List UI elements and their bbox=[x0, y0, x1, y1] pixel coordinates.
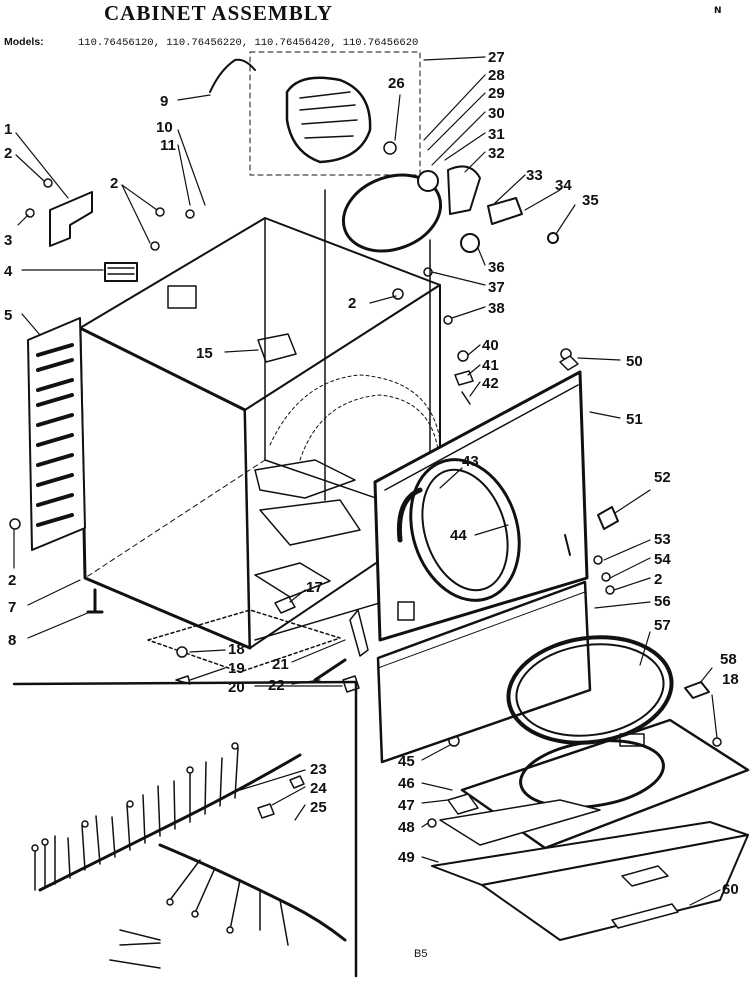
callout-42: 42 bbox=[482, 375, 499, 392]
top-bracket bbox=[49, 191, 138, 282]
callout-9: 9 bbox=[160, 93, 168, 110]
callout-25: 25 bbox=[310, 799, 327, 816]
callout-2: 2 bbox=[8, 572, 16, 589]
model-number: 110.76456120, bbox=[77, 37, 160, 49]
callout-50: 50 bbox=[626, 353, 643, 370]
callout-60: 60 bbox=[722, 881, 739, 898]
idler-bracket bbox=[447, 165, 559, 253]
callout-36: 36 bbox=[488, 259, 505, 276]
callout-20: 20 bbox=[228, 679, 245, 696]
callout-5: 5 bbox=[4, 307, 12, 324]
callout-41: 41 bbox=[482, 357, 499, 374]
callout-19: 19 bbox=[228, 660, 245, 677]
callout-48: 48 bbox=[398, 819, 415, 836]
leader-lines bbox=[13, 56, 721, 906]
callout-24: 24 bbox=[310, 780, 327, 797]
door-assembly bbox=[431, 635, 750, 941]
callout-15: 15 bbox=[196, 345, 213, 362]
callout-11: 11 bbox=[160, 137, 176, 154]
callout-29: 29 bbox=[488, 85, 505, 102]
callout-1: 1 bbox=[4, 121, 12, 138]
front-panel bbox=[373, 355, 619, 642]
callout-7: 7 bbox=[8, 599, 16, 616]
callout-3: 3 bbox=[4, 232, 12, 249]
callout-numbers: 1 2 3 4 5 2 7 8 9 10 11 2 15 26 27 28 29… bbox=[4, 49, 739, 898]
model-number: 110.76456620 bbox=[342, 37, 419, 49]
callout-10: 10 bbox=[156, 119, 173, 136]
callout-51: 51 bbox=[626, 411, 643, 428]
cabinet-body bbox=[78, 217, 441, 650]
callout-30: 30 bbox=[488, 105, 505, 122]
callout-27: 27 bbox=[488, 49, 505, 66]
callout-44: 44 bbox=[450, 527, 467, 544]
page-code: B5 bbox=[414, 948, 428, 960]
model-number: 110.76456220, bbox=[166, 37, 249, 49]
callout-40: 40 bbox=[482, 337, 499, 354]
callout-2: 2 bbox=[348, 295, 356, 312]
callout-28: 28 bbox=[488, 67, 505, 84]
models-label: Models: bbox=[4, 36, 44, 48]
callout-2: 2 bbox=[654, 571, 662, 588]
callout-32: 32 bbox=[488, 145, 505, 162]
callout-35: 35 bbox=[582, 192, 599, 209]
callout-49: 49 bbox=[398, 849, 415, 866]
callout-34: 34 bbox=[555, 177, 572, 194]
model-number: 110.76456420, bbox=[254, 37, 337, 49]
callout-23: 23 bbox=[310, 761, 327, 778]
callout-21: 21 bbox=[272, 656, 289, 673]
callout-47: 47 bbox=[398, 797, 415, 814]
callout-56: 56 bbox=[654, 593, 671, 610]
callout-37: 37 bbox=[488, 279, 505, 296]
callout-17: 17 bbox=[306, 579, 323, 596]
callout-43: 43 bbox=[462, 453, 479, 470]
callout-38: 38 bbox=[488, 300, 505, 317]
callout-52: 52 bbox=[654, 469, 671, 486]
callout-18: 18 bbox=[228, 641, 245, 658]
callout-31: 31 bbox=[488, 126, 505, 143]
callout-58: 58 bbox=[720, 651, 737, 668]
callout-53: 53 bbox=[654, 531, 671, 548]
callout-46: 46 bbox=[398, 775, 415, 792]
models-line: Models: 110.76456120, 110.76456220, 110.… bbox=[4, 36, 418, 49]
callout-2: 2 bbox=[4, 145, 12, 162]
diagram-title: CABINET ASSEMBLY bbox=[104, 1, 334, 25]
motor-assembly bbox=[209, 51, 421, 176]
callout-18: 18 bbox=[722, 671, 739, 688]
drum-belt bbox=[341, 173, 443, 253]
callout-4: 4 bbox=[4, 263, 13, 280]
corner-mark: N bbox=[714, 6, 722, 16]
left-side-panel bbox=[27, 317, 86, 551]
callout-57: 57 bbox=[654, 617, 671, 634]
wiring-harness-inset bbox=[12, 680, 358, 978]
callout-2: 2 bbox=[110, 175, 118, 192]
callout-26: 26 bbox=[388, 75, 405, 92]
base-parts bbox=[86, 588, 369, 693]
callout-8: 8 bbox=[8, 632, 16, 649]
callout-45: 45 bbox=[398, 753, 415, 770]
callout-54: 54 bbox=[654, 551, 671, 568]
callout-33: 33 bbox=[526, 167, 543, 184]
idler-pulley bbox=[417, 170, 439, 192]
toe-panel bbox=[376, 580, 592, 764]
callout-22: 22 bbox=[268, 677, 285, 694]
